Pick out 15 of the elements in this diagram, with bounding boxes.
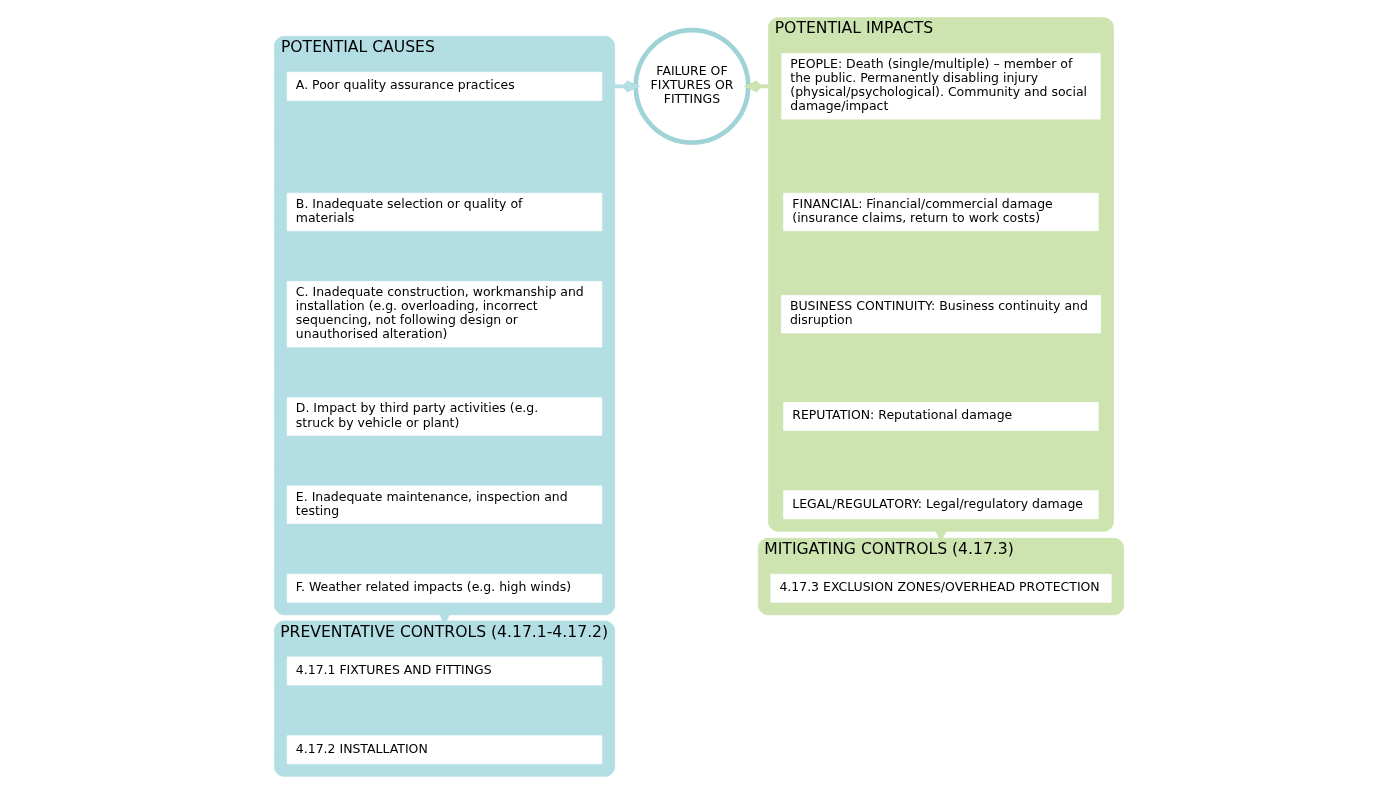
node-box: F. Weather related impacts (e.g. high winds) [286,573,602,603]
node-box: D. Impact by third party activities (e.g. struck by vehicle or plant) [286,397,602,436]
node-box: A. Poor quality assurance practices [286,71,602,101]
node-box: 4.17.3 EXCLUSION ZONES/OVERHEAD PROTECTION [769,573,1112,603]
node-box: FINANCIAL: Financial/commercial damage (insurance claims, return to work costs) [782,192,1099,232]
node-box: LEGAL/REGULATORY: Legal/regulatory damage [782,490,1099,520]
node-box: 4.17.1 FIXTURES AND FITTINGS [286,656,602,686]
node-box: C. Inadequate construction, workmanship and installation (e.g. overloading, incorrect sequencing, not following design or unauthorised alteration) [286,281,602,348]
node-circle: FAILURE OF FIXTURES OR FITTINGS [632,27,750,145]
node-box: 4.17.2 INSTALLATION [286,735,602,765]
node-box: BUSINESS CONTINUITY: Business continuity and disruption [780,295,1101,334]
node-box: PEOPLE: Death (single/multiple) – member of the public. Permanently disabling injury (physical/psychological). Community and social damage/impact [780,53,1101,120]
node-box: E. Inadequate maintenance, inspection and testing [286,485,602,524]
node-box: B. Inadequate selection or quality of materials [286,192,602,232]
node-box: REPUTATION: Reputational damage [782,402,1099,431]
